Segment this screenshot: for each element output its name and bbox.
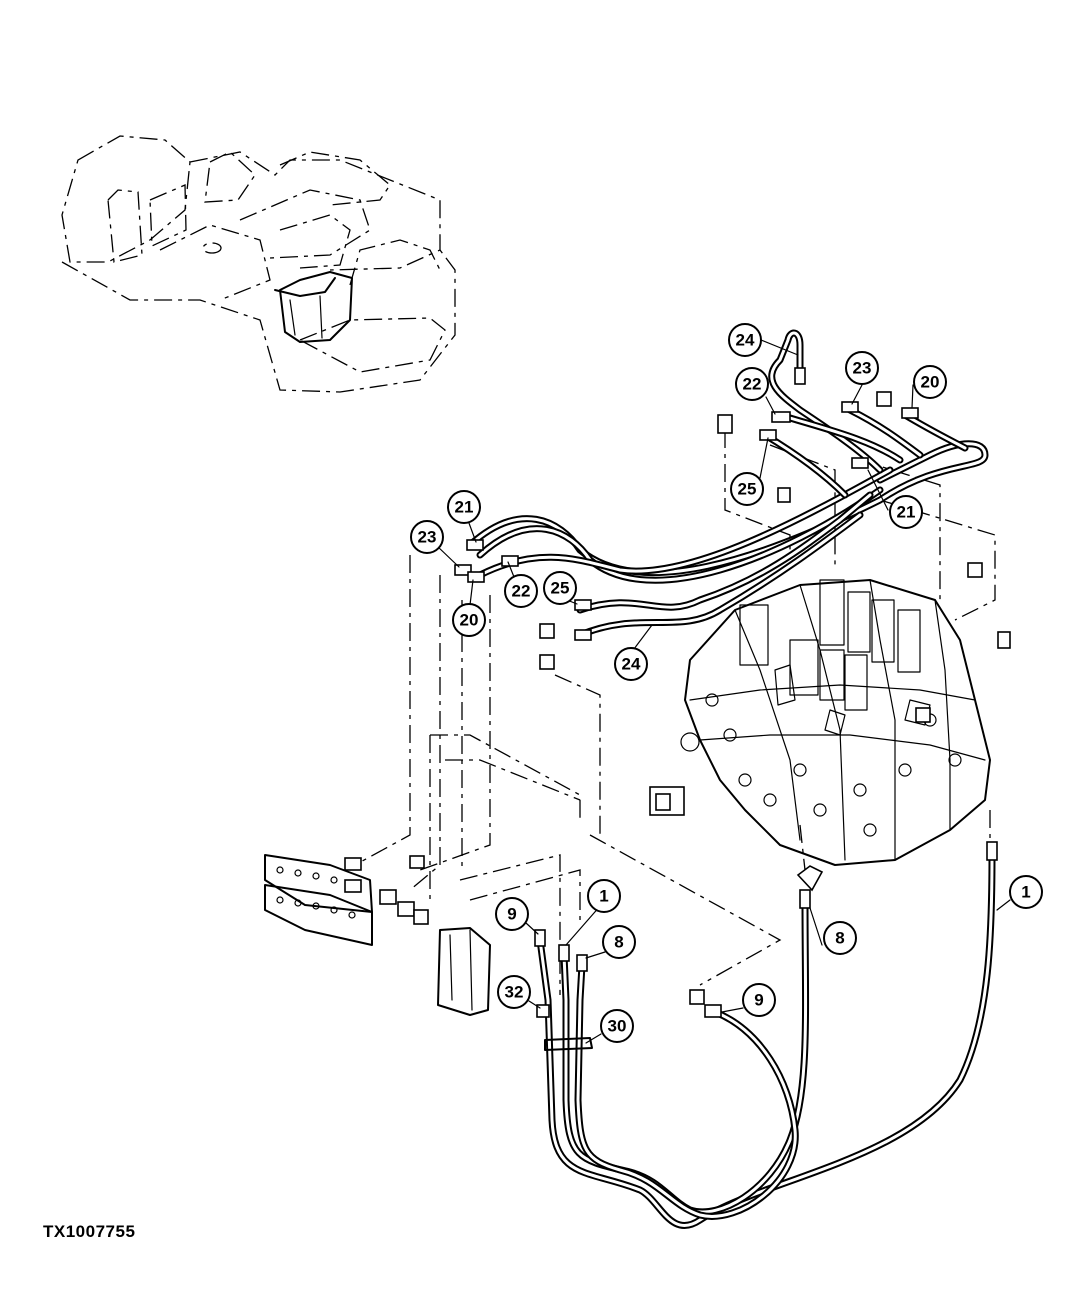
callout-label: 32 <box>505 983 524 1002</box>
callout-circle <box>728 323 762 357</box>
callout-24-mid: 24 <box>614 647 648 681</box>
callout-21-left: 21 <box>447 490 481 524</box>
callout-label: 24 <box>622 655 641 674</box>
callout-label: 20 <box>460 611 479 630</box>
callouts: 24 23 20 22 25 21 21 23 <box>410 323 1043 1043</box>
callout-9-right: 9 <box>742 983 776 1017</box>
machine-overview-inset <box>61 135 456 393</box>
callout-label: 1 <box>599 887 608 906</box>
callout-label: 9 <box>754 991 763 1010</box>
callout-20-left: 20 <box>452 603 486 637</box>
callout-label: 25 <box>738 480 757 499</box>
callout-label: 30 <box>608 1017 627 1036</box>
control-valve-assembly <box>680 579 991 866</box>
callout-20-top: 20 <box>913 365 947 399</box>
callout-label: 24 <box>736 331 755 350</box>
callout-label: 1 <box>1021 883 1030 902</box>
callout-label: 20 <box>921 373 940 392</box>
callout-label: 9 <box>507 905 516 924</box>
callout-label: 23 <box>418 528 437 547</box>
callout-32: 32 <box>497 975 531 1009</box>
leader-lines <box>435 339 1011 1044</box>
callout-label: 25 <box>551 579 570 598</box>
callout-30: 30 <box>600 1009 634 1043</box>
callout-25-top: 25 <box>730 472 764 506</box>
callout-label: 22 <box>512 582 531 601</box>
callout-label: 21 <box>455 498 474 517</box>
callout-label: 23 <box>853 359 872 378</box>
mounting-brackets <box>264 786 685 1016</box>
callout-1-left: 1 <box>587 879 621 913</box>
callout-label: 21 <box>897 503 916 522</box>
callout-23-top: 23 <box>845 351 879 385</box>
callout-21-right: 21 <box>889 495 923 529</box>
callout-8-right: 8 <box>823 921 857 955</box>
pilot-hoses-upper <box>454 329 1011 723</box>
callout-24-top: 24 <box>728 323 762 357</box>
callout-label: 8 <box>835 929 844 948</box>
callout-label: 22 <box>743 375 762 394</box>
callout-8-left: 8 <box>602 925 636 959</box>
callout-22-top: 22 <box>735 367 769 401</box>
callout-22-mid: 22 <box>504 574 538 608</box>
callout-23-left: 23 <box>410 520 444 554</box>
callout-1-right: 1 <box>1009 875 1043 909</box>
callout-label: 8 <box>614 933 623 952</box>
figure-reference-code: TX1007755 <box>43 1222 136 1241</box>
callout-25-mid: 25 <box>543 571 577 605</box>
return-hoses-lower <box>534 841 998 1229</box>
callout-9-left: 9 <box>495 897 529 931</box>
